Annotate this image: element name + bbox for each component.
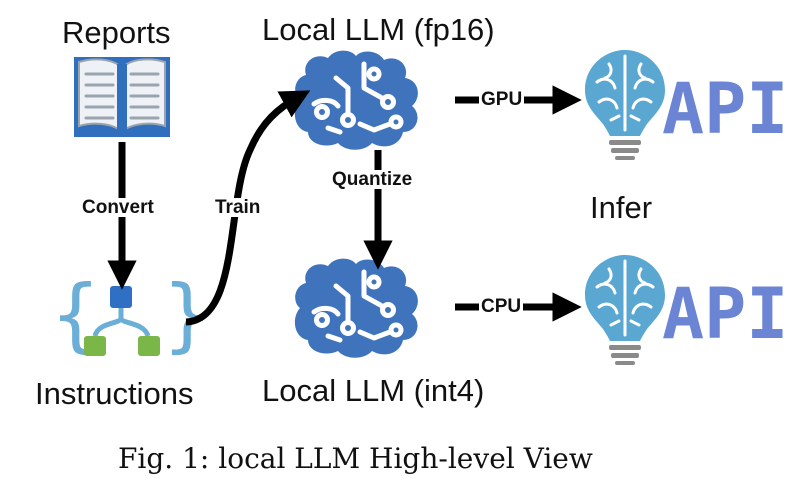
- lightbulb-brain-icon: [583, 253, 667, 367]
- brain-circuit-icon: [295, 51, 418, 150]
- edge-label-train: Train: [213, 197, 263, 218]
- llm-fp16-label: Local LLM (fp16): [262, 12, 495, 47]
- figure-caption: Fig. 1: local LLM High-level View: [118, 442, 593, 475]
- infer-label: Infer: [590, 190, 653, 225]
- edge-label-convert: Convert: [80, 197, 156, 218]
- api-label-top: API: [662, 68, 788, 150]
- reports-label: Reports: [62, 15, 171, 50]
- book-icon: [74, 57, 170, 137]
- llm-int4-label: Local LLM (int4): [262, 373, 485, 408]
- arrow-train: [185, 90, 311, 326]
- edge-label-gpu: GPU: [479, 89, 525, 110]
- api-label-bottom: API: [662, 273, 788, 355]
- edge-label-cpu: CPU: [479, 296, 524, 317]
- lightbulb-brain-icon: [583, 48, 667, 162]
- brain-circuit-icon: [295, 259, 418, 358]
- edge-label-quantize: Quantize: [330, 169, 415, 190]
- json-tree-icon: { }: [50, 268, 213, 361]
- instructions-label: Instructions: [35, 376, 194, 411]
